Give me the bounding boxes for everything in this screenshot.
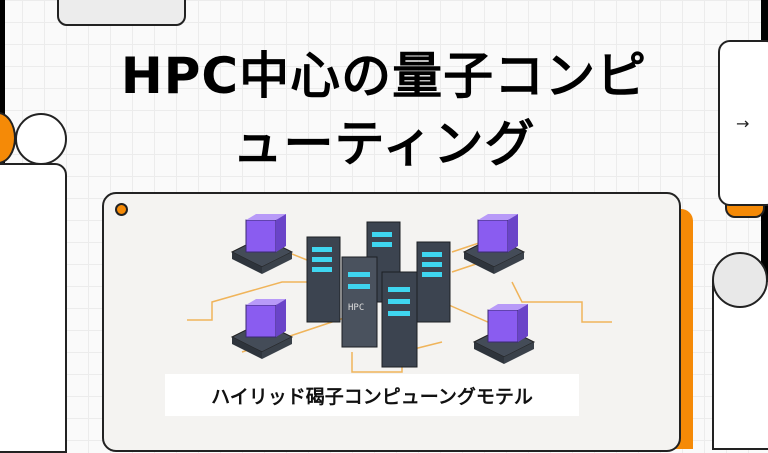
slide-title-line1: HPC中心の量子コンピ	[120, 47, 648, 105]
server-racks	[306, 221, 451, 368]
hybrid-computing-illustration: HPC	[187, 214, 612, 373]
next-slide-button[interactable]: →	[718, 40, 768, 206]
quantum-cube	[472, 304, 536, 364]
left-decor-circle	[15, 113, 67, 165]
hpc-label: HPC	[348, 303, 364, 313]
left-decor-panel	[0, 163, 67, 453]
quantum-cube	[230, 214, 294, 274]
quantum-cube	[230, 299, 294, 359]
top-decor-card	[57, 0, 186, 26]
quantum-cube	[462, 214, 526, 274]
slide-title-line2: ューティング	[232, 115, 536, 173]
right-decor-panel	[712, 280, 768, 450]
orange-dot	[115, 203, 128, 216]
right-letterbox	[761, 0, 768, 432]
right-decor-circle	[712, 252, 768, 308]
arrow-right-icon: →	[736, 114, 750, 133]
image-caption: ハイリッド碣子コンピューングモテル	[165, 374, 579, 416]
